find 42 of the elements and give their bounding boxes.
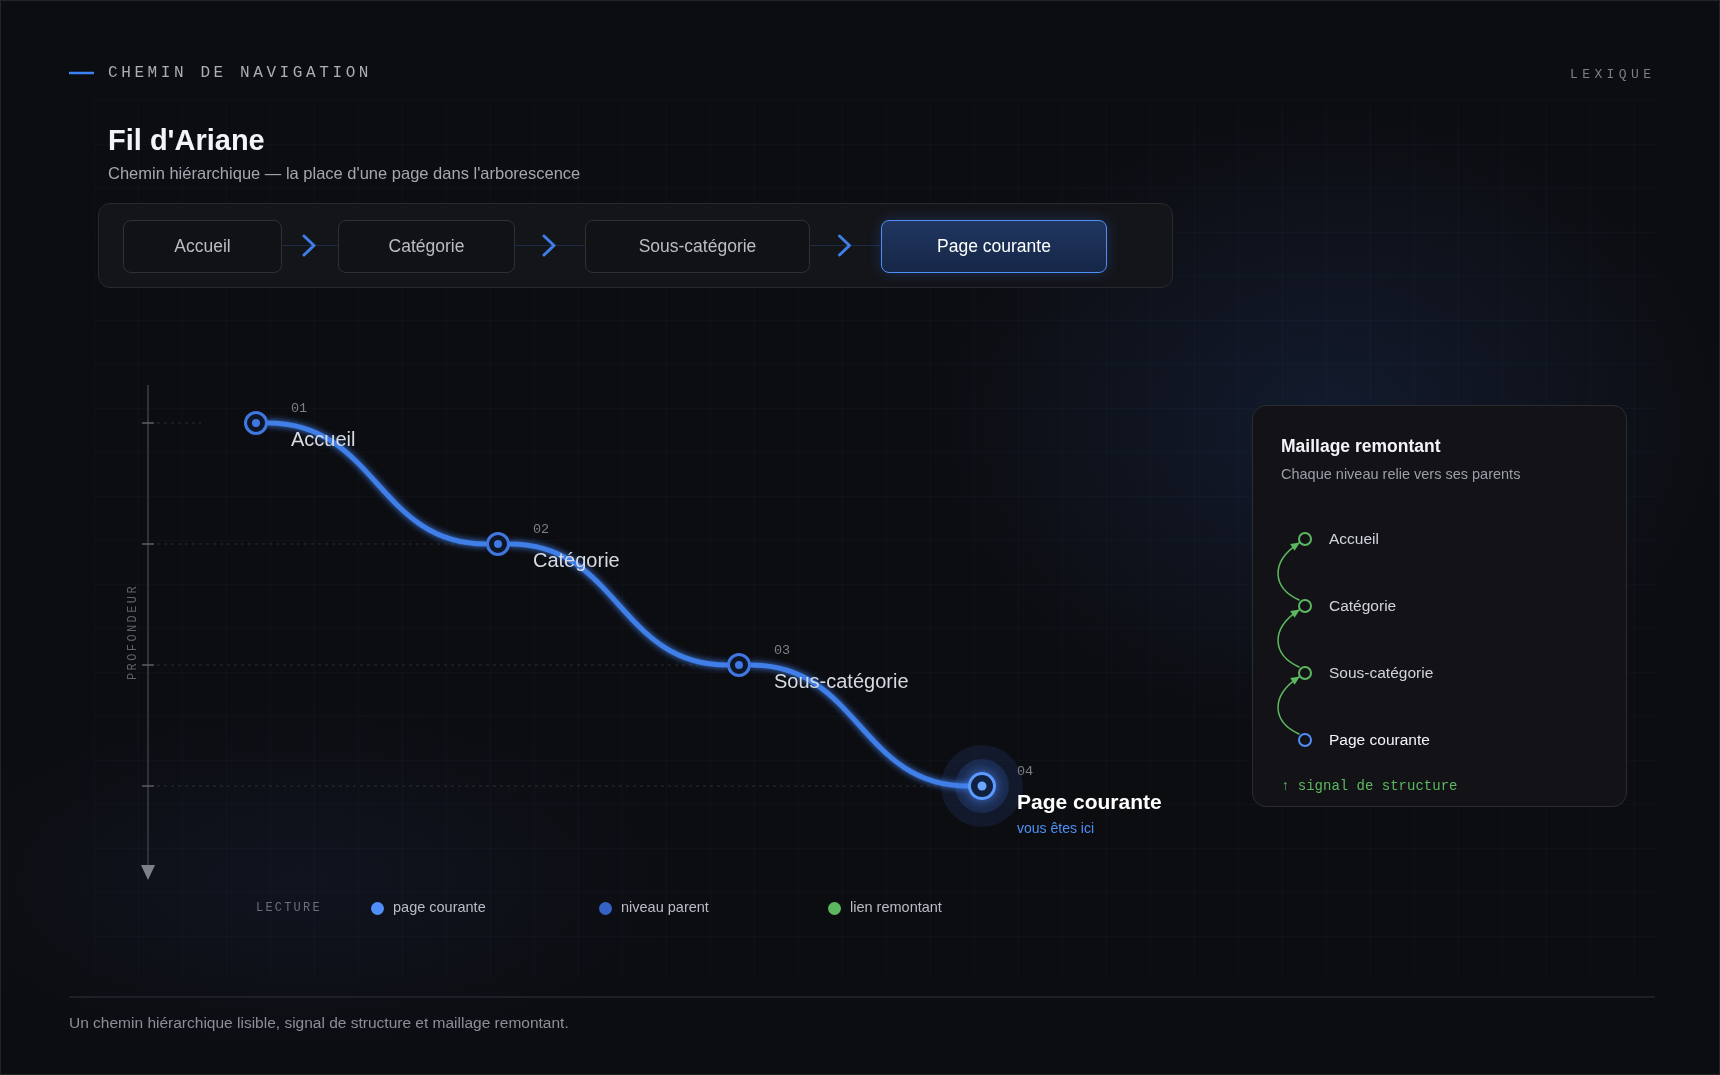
step-number: 02 xyxy=(533,521,550,539)
ring-marker xyxy=(1298,532,1312,546)
legend-label: page courante xyxy=(393,899,486,917)
breadcrumb-bar xyxy=(98,203,1173,288)
breadcrumb-item: Accueil xyxy=(123,220,282,273)
section-tag: LEXIQUE xyxy=(1570,67,1656,83)
axis-label: PROFONDEUR xyxy=(125,584,141,680)
chevron-connector xyxy=(808,234,881,257)
chevron-connector xyxy=(513,234,585,257)
breadcrumb-item: Catégorie xyxy=(338,220,515,273)
curved-arrow xyxy=(1277,609,1300,668)
step-number: 03 xyxy=(774,642,791,660)
legend-label: lien remontant xyxy=(850,899,942,917)
path-curve xyxy=(507,541,730,668)
step-number: 04 xyxy=(1017,763,1034,781)
panel-heading: Maillage remontant xyxy=(1281,435,1441,457)
ring-marker xyxy=(1298,599,1312,613)
breadcrumb-item: Sous-catégorie xyxy=(585,220,810,273)
curved-arrow xyxy=(1277,542,1300,601)
section-label: CHEMIN DE NAVIGATION xyxy=(108,64,373,84)
caption: Un chemin hiérarchique lisible, signal de structure et maillage remontant. xyxy=(69,1013,569,1033)
path-curve xyxy=(265,420,489,547)
path-curve xyxy=(748,662,971,789)
level-label: Catégorie xyxy=(1329,596,1397,616)
step-number: 01 xyxy=(291,400,308,418)
level-label: Accueil xyxy=(1329,529,1379,549)
legend-label: niveau parent xyxy=(621,899,709,917)
ring-marker xyxy=(1298,733,1312,747)
diagram-title: Fil d'Ariane xyxy=(108,122,265,158)
step-label: Page courante xyxy=(1017,789,1162,815)
ring-marker xyxy=(1298,666,1312,680)
breadcrumb-item: Page courante xyxy=(881,220,1107,273)
chevron-connector xyxy=(280,234,338,257)
structure-note: ↑ signal de structure xyxy=(1281,777,1458,795)
legend-heading: LECTURE xyxy=(256,900,322,916)
curved-arrow xyxy=(1277,676,1300,735)
subtitle: Chemin hiérarchique — la place d'une page dans l'arborescence xyxy=(108,164,581,184)
step-note: vous êtes ici xyxy=(1017,819,1095,837)
info-panel xyxy=(1252,405,1627,807)
level-label: Sous-catégorie xyxy=(1329,663,1434,683)
panel-description: Chaque niveau relie vers ses parents xyxy=(1281,466,1521,484)
level-label: Page courante xyxy=(1329,730,1430,750)
